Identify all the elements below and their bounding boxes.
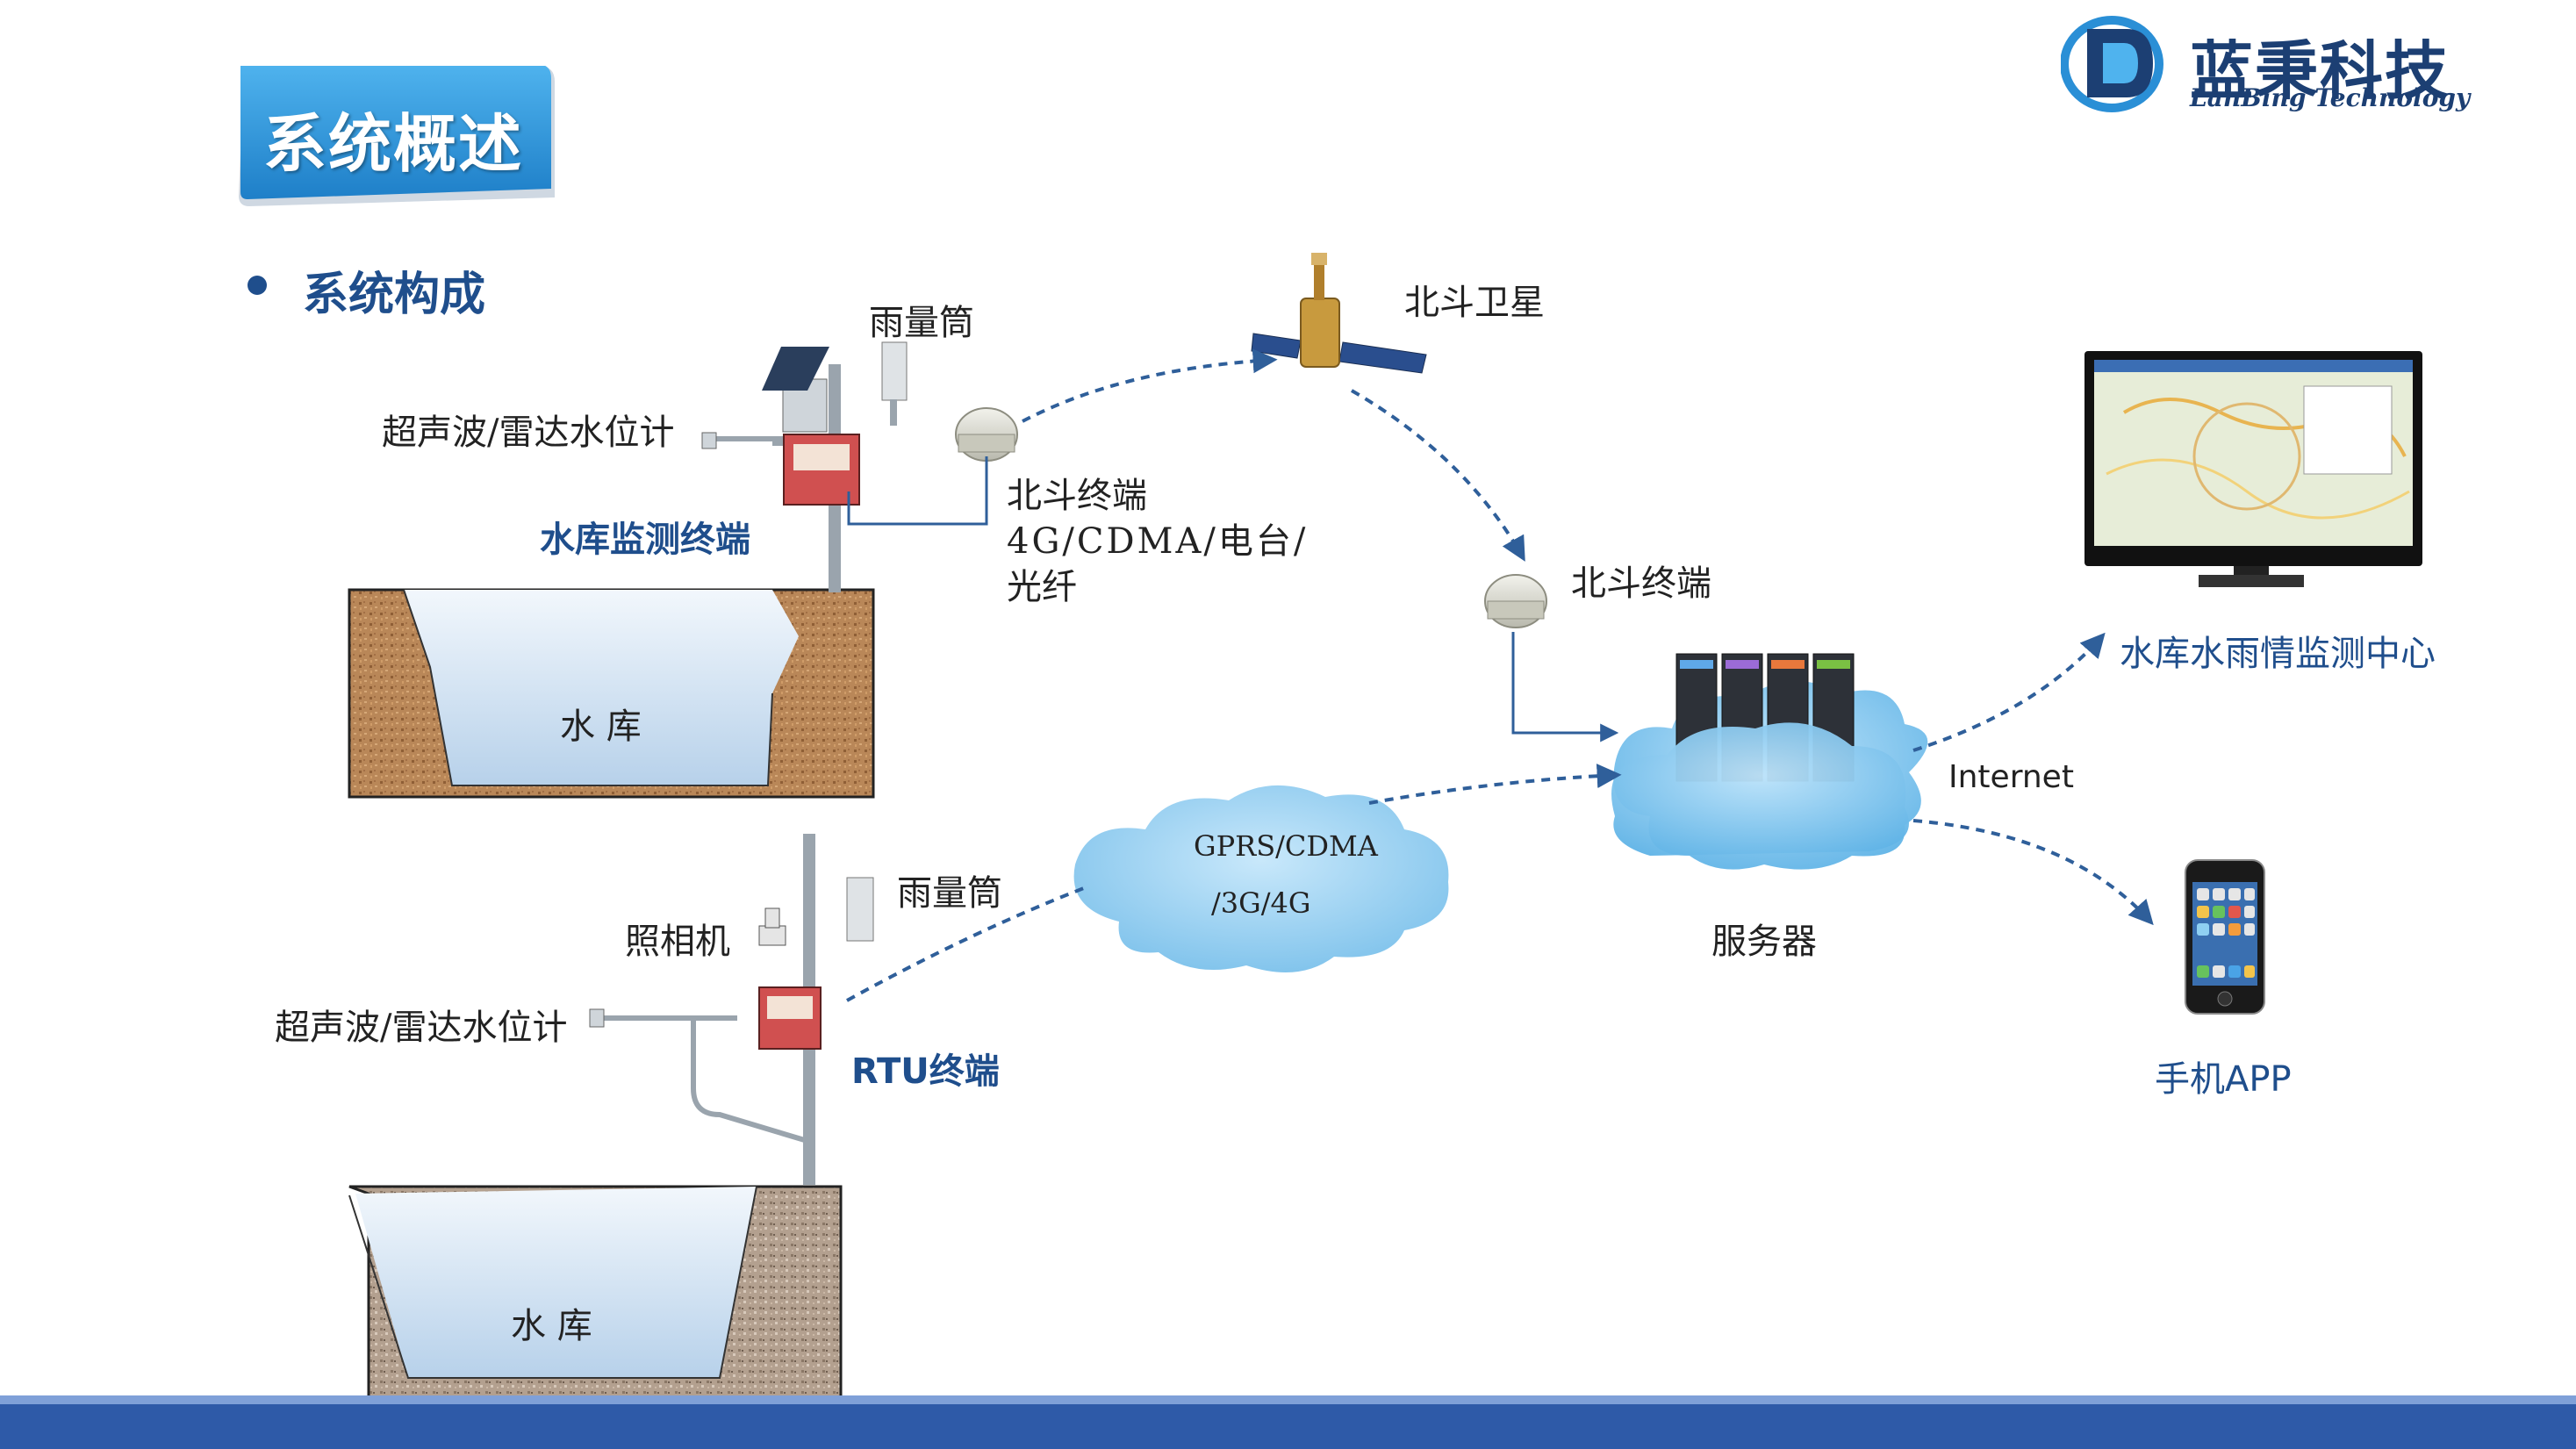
reservoir-label-bottom: 水 库 (511, 1306, 592, 1346)
bullet-dot (248, 276, 267, 295)
camera-label: 照相机 (625, 922, 730, 962)
satellite-label: 北斗卫星 (1404, 283, 1545, 323)
water-level-label-bottom: 超声波/雷达水位计 (275, 1008, 568, 1048)
beidou-terminal-label-1: 北斗终端 (1007, 476, 1147, 516)
subsection-title: 系统构成 (303, 269, 486, 321)
beidou-terminal-label-2: 北斗终端 (1571, 563, 1711, 604)
rain-gauge-label-bottom: 雨量筒 (897, 873, 1002, 914)
reservoir-label-top: 水 库 (560, 707, 642, 747)
rain-gauge-label-top: 雨量筒 (869, 303, 974, 343)
footer-accent-bar (0, 1395, 2576, 1406)
server-label: 服务器 (1711, 922, 1817, 962)
monitor-center-screen (2084, 351, 2422, 587)
mobile-app-label: 手机APP (2155, 1059, 2292, 1100)
internet-label: Internet (1948, 759, 2074, 795)
bottom-reservoir (348, 1185, 843, 1408)
beidou-satellite (1251, 253, 1427, 374)
rtu-terminal-label: RTU终端 (851, 1051, 1000, 1092)
logo-text-en: LanBing Technology (2190, 83, 2471, 112)
network-label-1: GPRS/CDMA (1194, 829, 1378, 863)
network-cloud (1073, 785, 1449, 972)
section-title: 系统概述 (263, 107, 524, 181)
network-label-2: /3G/4G (1211, 886, 1311, 920)
mobile-phone (2185, 859, 2265, 1015)
server-cloud (1611, 653, 1928, 870)
footer-bar (0, 1404, 2576, 1449)
beidou-terminal-dome-2 (1484, 574, 1547, 628)
top-reservoir (348, 588, 875, 799)
water-level-label-top: 超声波/雷达水位计 (382, 412, 675, 453)
top-monitoring-station (701, 341, 908, 592)
reservoir-terminal-label: 水库监测终端 (540, 520, 750, 560)
logo-text-cn: 蓝秉科技 (2190, 34, 2450, 108)
comm-modes-label-2: 光纤 (1007, 567, 1077, 607)
beidou-terminal-dome-1 (955, 407, 1018, 462)
comm-modes-label-1: 4G/CDMA/电台/ (1007, 521, 1309, 562)
company-logo-icon (2061, 16, 2163, 112)
monitor-center-label: 水库水雨情监测中心 (2120, 634, 2436, 674)
bottom-monitoring-station (589, 834, 874, 1185)
connectors (846, 348, 2154, 1002)
section-banner (239, 66, 555, 206)
